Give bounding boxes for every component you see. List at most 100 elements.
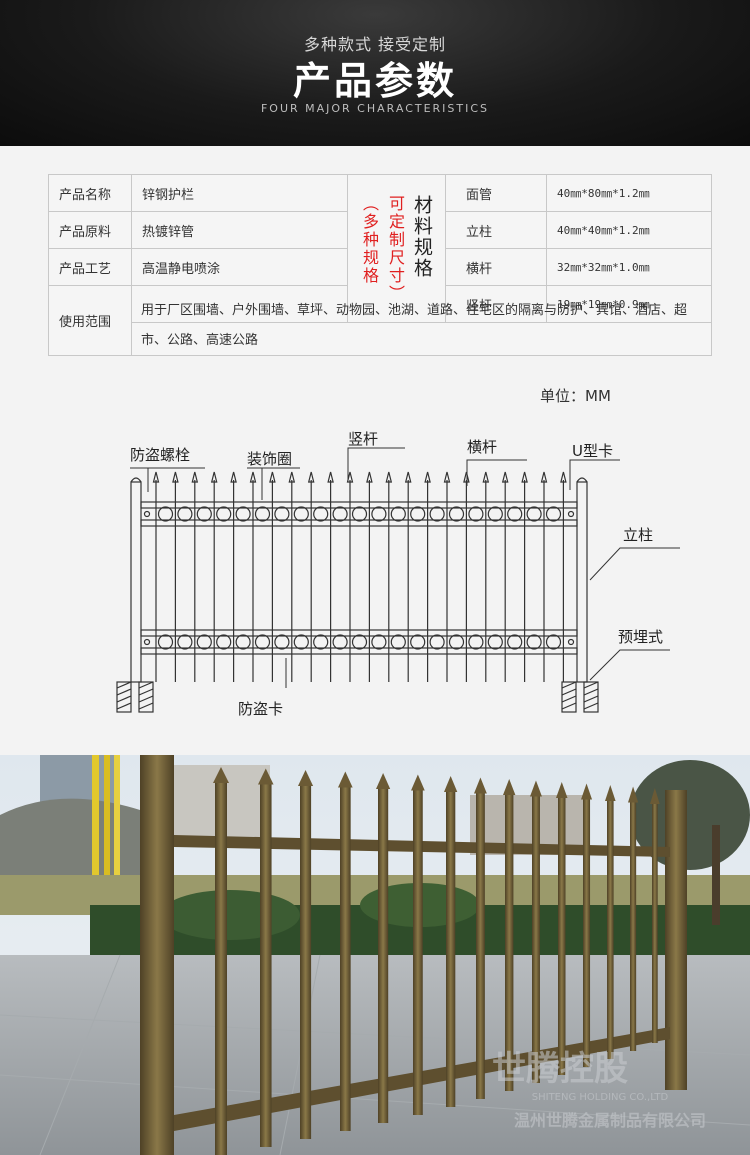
diagram-decor-ring bbox=[410, 634, 426, 650]
watermark-english: SHITENG HOLDING CO.,LTD bbox=[532, 1092, 669, 1103]
diagram-decor-ring bbox=[332, 634, 348, 650]
photo-fence-spike bbox=[530, 780, 542, 797]
photo-fence-spike bbox=[213, 767, 229, 783]
photo-fence-bar bbox=[532, 794, 540, 1083]
photo-fence-bar bbox=[340, 785, 351, 1131]
diagram-decor-ring bbox=[545, 634, 562, 650]
diagram-bar-spike bbox=[404, 471, 412, 483]
material-spec-title: 材料规格 bbox=[411, 194, 433, 279]
diagram-decor-ring bbox=[196, 506, 212, 522]
diagram-decor-ring bbox=[468, 634, 484, 650]
label-decor-ring: 装饰圈 bbox=[247, 450, 292, 468]
label-post: 立柱 bbox=[623, 526, 653, 544]
material-note-custom: （多种规格 bbox=[360, 194, 379, 285]
diagram-footing bbox=[561, 681, 577, 713]
diagram-decor-ring bbox=[390, 506, 406, 522]
diagram-bar-spike bbox=[230, 471, 237, 483]
photo-fence-spike bbox=[376, 773, 391, 789]
photo-fence-bar bbox=[630, 800, 637, 1051]
diagram-bar-spike bbox=[288, 471, 296, 483]
header-english-caption: FOUR MAJOR CHARACTERISTICS bbox=[260, 102, 490, 115]
photo-fence-bar bbox=[413, 788, 423, 1115]
label-horizontal-bar: 横杆 bbox=[467, 438, 497, 456]
diagram-bolt bbox=[567, 638, 575, 646]
diagram-decor-ring bbox=[313, 634, 329, 650]
photo-fence-spike bbox=[411, 774, 425, 791]
fence-photo: 世腾控股 SHITENG HOLDING CO.,LTD 温州世腾金属制品有限公… bbox=[0, 755, 750, 1155]
diagram-hatch bbox=[583, 688, 599, 696]
diagram-decor-ring bbox=[157, 634, 174, 650]
diagram-decor-ring bbox=[487, 634, 503, 650]
diagram-decor-ring bbox=[507, 506, 523, 522]
diagram-bar-spike bbox=[385, 471, 393, 483]
diagram-decor-ring bbox=[274, 506, 290, 522]
diagram-bar-spike bbox=[501, 471, 509, 483]
label-embedded: 预埋式 bbox=[618, 628, 663, 646]
photo-fence-bar bbox=[558, 796, 566, 1075]
diagram-decor-ring bbox=[526, 634, 542, 650]
diagram-bolt bbox=[143, 638, 151, 646]
photo-fence-spike bbox=[503, 779, 516, 795]
watermark-brand: 世腾控股 bbox=[492, 1049, 628, 1089]
diagram-hatch bbox=[583, 695, 599, 703]
photo-fence-spike bbox=[650, 788, 660, 804]
table-row bbox=[49, 322, 712, 356]
diagram-bar-spike bbox=[443, 471, 451, 483]
diagram-decor-ring bbox=[235, 506, 251, 522]
photo-fence-spike bbox=[556, 782, 568, 798]
spec-value-usage bbox=[131, 285, 348, 323]
part-size: 40㎜*80㎜*1.2㎜ bbox=[546, 174, 712, 212]
photo-fence-spike bbox=[628, 786, 639, 803]
diagram-decor-ring bbox=[390, 634, 406, 650]
photo-fence-bar bbox=[476, 791, 485, 1099]
diagram-hatch bbox=[116, 702, 132, 710]
diagram-decor-ring bbox=[293, 634, 309, 650]
photo-fence-spike bbox=[605, 785, 616, 801]
diagram-bar-spike bbox=[327, 471, 334, 483]
diagram-hatch bbox=[116, 681, 132, 689]
watermark: 世腾控股 SHITENG HOLDING CO.,LTD 温州世腾金属制品有限公… bbox=[492, 1049, 706, 1130]
part-name: 竖杆 bbox=[445, 285, 547, 323]
diagram-bar-spike bbox=[424, 471, 431, 483]
material-note-size: 可定制尺寸） bbox=[386, 194, 405, 303]
diagram-bar-spike bbox=[560, 471, 567, 483]
photo-fence-bar bbox=[260, 782, 272, 1147]
diagram-bar-spike bbox=[152, 471, 160, 483]
diagram-rail bbox=[140, 519, 578, 527]
photo-fence-spike bbox=[444, 776, 458, 792]
diagram-decor-ring bbox=[429, 634, 445, 650]
diagram-decor-ring bbox=[293, 506, 309, 522]
photo-fence-post bbox=[665, 790, 687, 1090]
photo-fence-bar bbox=[300, 784, 312, 1139]
diagram-post-cap bbox=[576, 477, 588, 483]
watermark-company: 温州世腾金属制品有限公司 bbox=[513, 1111, 706, 1130]
spec-label: 产品名称 bbox=[48, 174, 132, 212]
spec-label: 产品工艺 bbox=[48, 248, 132, 286]
diagram-hatch bbox=[561, 681, 577, 689]
diagram-decor-ring bbox=[371, 506, 387, 522]
diagram-bolt bbox=[143, 510, 151, 518]
diagram-post bbox=[576, 481, 588, 683]
diagram-decor-ring bbox=[487, 506, 503, 522]
diagram-hatch bbox=[138, 688, 154, 696]
diagram-bar-spike bbox=[191, 471, 199, 483]
diagram-bar-spike bbox=[521, 471, 528, 483]
diagram-decor-ring bbox=[313, 506, 329, 522]
photo-fence-bar bbox=[652, 802, 658, 1043]
diagram-decor-ring bbox=[177, 506, 193, 522]
diagram-hatch bbox=[116, 695, 132, 703]
diagram-decor-ring bbox=[332, 506, 348, 522]
diagram-decor-ring bbox=[545, 506, 562, 522]
diagram-bar-spike bbox=[210, 471, 218, 483]
unit-label: 单位：MM bbox=[540, 387, 611, 405]
spec-usage-continued bbox=[131, 322, 712, 356]
diagram-decor-ring bbox=[235, 634, 251, 650]
part-size: 32㎜*32㎜*1.0㎜ bbox=[546, 248, 712, 286]
photo-fence-spike bbox=[338, 771, 353, 788]
diagram-decor-ring bbox=[274, 634, 290, 650]
label-u-clip: U型卡 bbox=[572, 442, 613, 460]
photo-fence-bar bbox=[607, 799, 614, 1059]
photo-fence-bar bbox=[378, 787, 389, 1123]
diagram-decor-ring bbox=[410, 506, 426, 522]
diagram-bar-spike bbox=[482, 471, 490, 483]
